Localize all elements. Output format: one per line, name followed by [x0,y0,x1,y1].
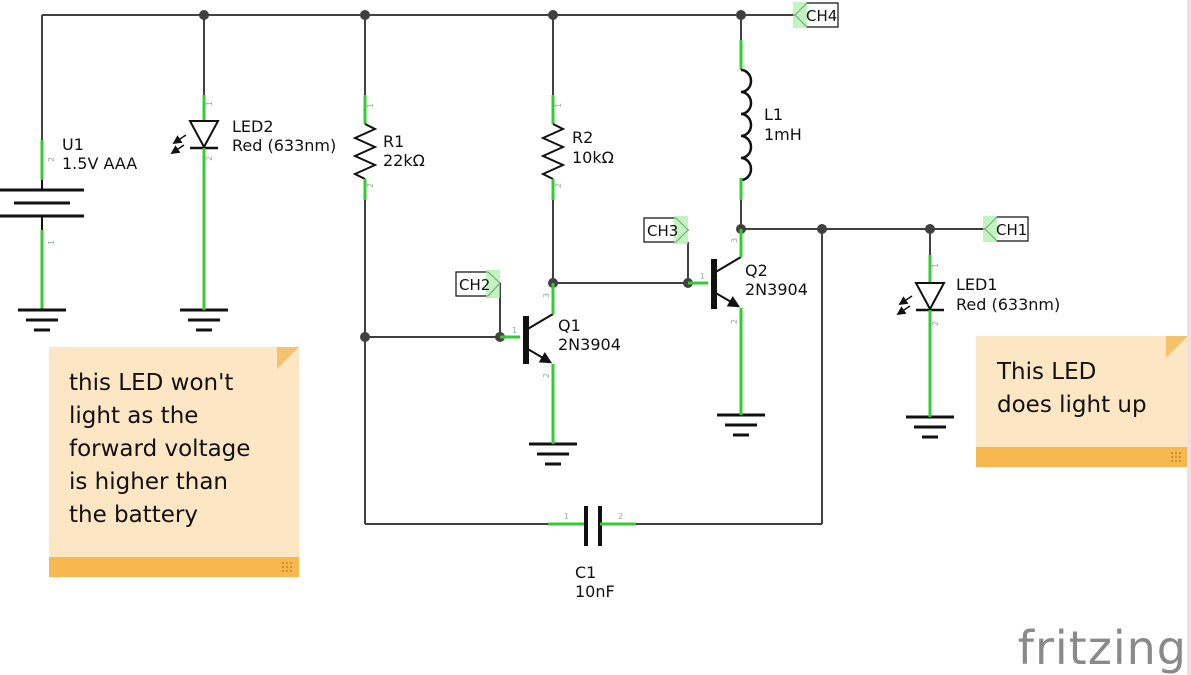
note-left-fold [277,347,299,369]
transistor-q1[interactable]: 1 3 2 [500,283,555,444]
note-left-text: this LED won't light as the forward volt… [69,370,251,528]
u1-value: 1.5V AAA [62,154,137,173]
battery-u1[interactable]: 2 1 [0,140,84,310]
inductor-l1[interactable] [739,40,753,200]
probe-ch2[interactable]: CH2 [455,270,501,298]
r1-ref: R1 [383,132,404,151]
r1-pin-2: 2 [366,183,375,188]
led1-pin-1: 1 [931,263,940,268]
probe-ch1[interactable]: CH1 [983,216,1029,242]
q2-value: 2N3904 [745,280,808,299]
capacitor-c1[interactable]: 1 2 [548,506,636,546]
led2-ref: LED2 [232,117,274,136]
r1-pin-1: 1 [366,103,375,108]
q1-pin-1: 1 [512,326,517,335]
note-left[interactable]: this LED won't light as the forward volt… [49,347,299,577]
ground-q2 [717,413,765,437]
led2-symbol[interactable]: 1 2 [170,95,220,310]
led1-value: Red (633nm) [956,295,1060,314]
q2-pin-2: 2 [730,319,739,324]
fritzing-logo: fritzing [1017,621,1187,675]
q2-pin-3: 3 [730,238,739,243]
probe-ch4-label: CH4 [806,7,837,25]
led2-pin-1: 1 [205,101,214,106]
resistor-r2[interactable]: 1 2 [540,95,566,200]
note-right-resize-grip[interactable] [1170,451,1182,463]
r1-value: 22kΩ [383,151,425,170]
led1-pin-2: 2 [931,321,940,326]
note-right-bar [976,447,1188,467]
resistor-r1[interactable]: 1 2 [352,95,378,200]
ground-led1 [906,415,954,439]
note-left-bar [49,557,299,577]
battery-pin-1: 1 [47,240,56,245]
note-right-text: This LED does light up [997,359,1147,418]
led1-ref: LED1 [956,275,998,294]
q1-value: 2N3904 [558,335,621,354]
c1-ref: C1 [575,563,596,582]
q2-ref: Q2 [745,261,768,280]
r2-ref: R2 [572,128,593,147]
ground-u1 [18,308,66,332]
c1-value: 10nF [575,582,615,601]
transistor-q2[interactable]: 1 3 2 [688,229,743,415]
note-right-fold [1166,336,1188,358]
c1-pin-1: 1 [564,512,569,521]
probe-ch1-label: CH1 [996,221,1027,239]
l1-value: 1mH [764,125,802,144]
u1-ref: U1 [62,135,84,154]
probe-ch2-label: CH2 [459,276,490,294]
q1-pin-2: 2 [542,373,551,378]
note-right[interactable]: This LED does light up [976,336,1188,467]
scrollbar-track[interactable] [1187,0,1191,675]
c1-pin-2: 2 [618,512,623,521]
l1-ref: L1 [764,105,783,124]
led1-symbol[interactable]: 1 2 [896,255,946,417]
ground-symbols [18,308,954,466]
ground-led2 [180,308,228,332]
battery-pin-2: 2 [47,157,56,162]
probe-ch4[interactable]: CH4 [793,2,839,28]
led2-pin-2: 2 [205,156,214,161]
probe-ch3[interactable]: CH3 [643,216,689,244]
r2-pin-2: 2 [554,183,563,188]
led2-value: Red (633nm) [232,136,336,155]
q1-pin-3: 3 [542,293,551,298]
ground-q1 [529,442,577,466]
q2-pin-1: 1 [700,272,705,281]
junction-dots [199,10,935,342]
r2-pin-1: 1 [554,103,563,108]
q1-ref: Q1 [558,316,581,335]
probe-ch3-label: CH3 [647,222,678,240]
note-left-resize-grip[interactable] [281,561,293,573]
r2-value: 10kΩ [572,148,614,167]
